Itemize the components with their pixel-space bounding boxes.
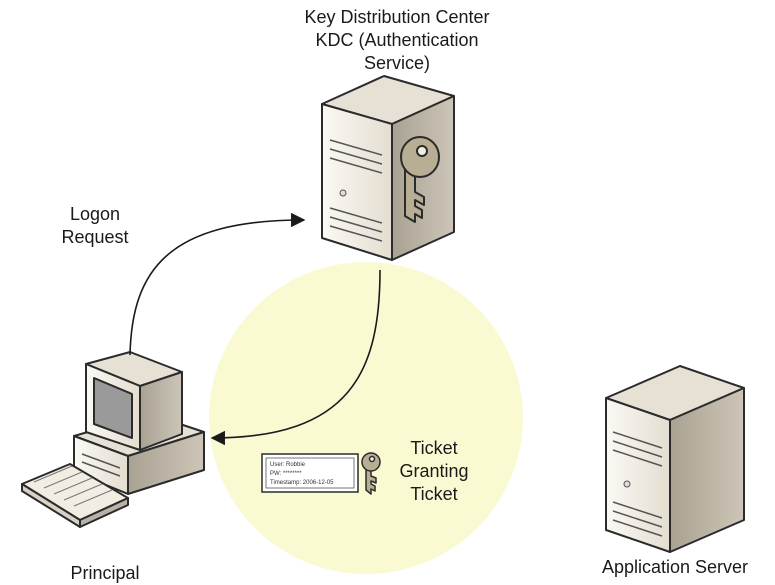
- tgt-arrow: [210, 269, 381, 446]
- kdc-server-icon: [321, 75, 455, 261]
- ticket-granting-ticket-label: Ticket Granting Ticket: [399, 438, 469, 504]
- ticket-user: User: Robbie: [270, 462, 306, 468]
- principal-computer-icon: [21, 351, 205, 528]
- logon-request-label: Logon Request: [61, 204, 129, 247]
- ticket-card: User: Robbie PW: ******** Timestamp: 200…: [261, 453, 359, 493]
- ticket-pw: PW: ********: [270, 471, 302, 477]
- principal-label: Principal: [70, 563, 140, 583]
- ticket-highlight: [209, 262, 523, 574]
- ticket-timestamp: Timestamp: 2006-12-05: [270, 480, 334, 486]
- ticket-key-icon: [361, 452, 381, 495]
- key-icon: [400, 136, 440, 223]
- application-server-icon: [605, 365, 745, 553]
- kdc-label: Key Distribution Center KDC (Authenticat…: [304, 7, 490, 73]
- logon-request-arrow: [129, 212, 306, 356]
- application-server-label: Application Server: [601, 557, 749, 577]
